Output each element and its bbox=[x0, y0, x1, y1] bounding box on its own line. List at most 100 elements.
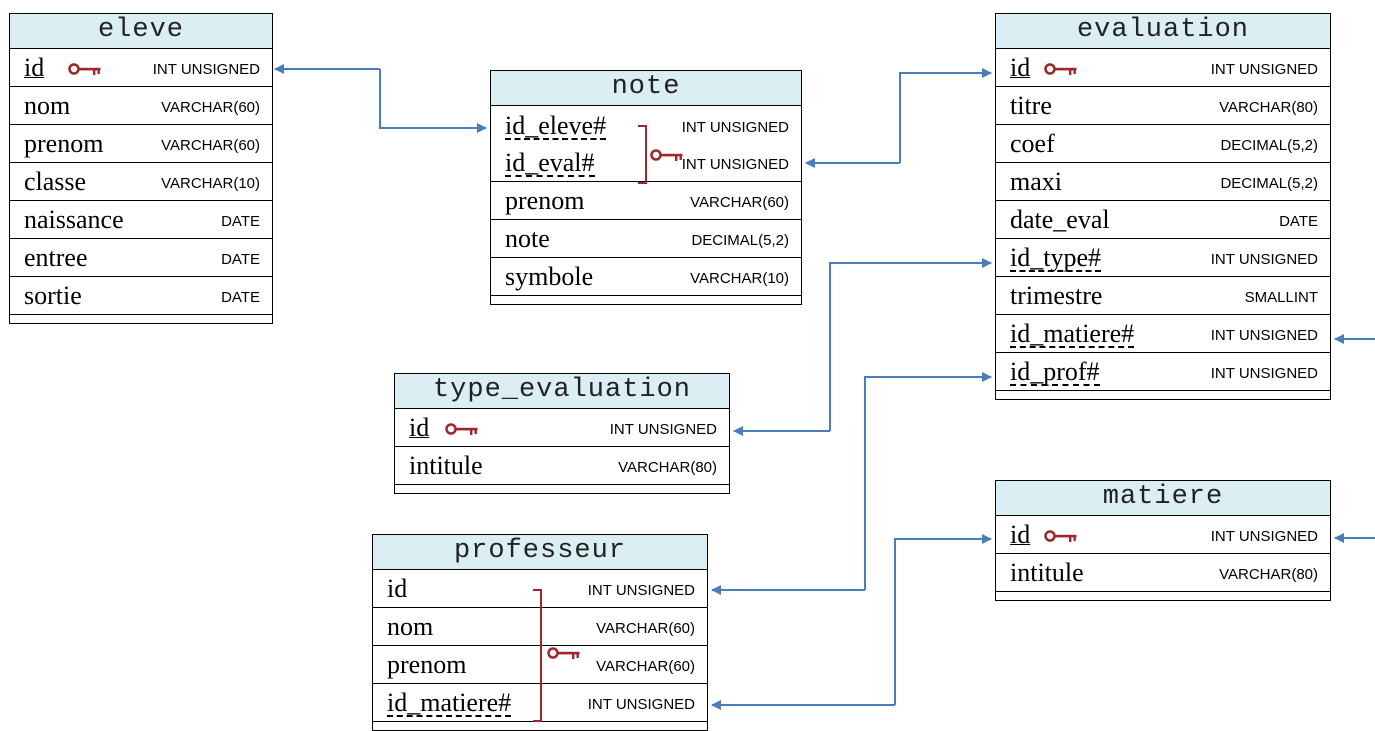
table-title: matiere bbox=[996, 481, 1330, 516]
field-row: maxi DECIMAL(5,2) bbox=[996, 163, 1330, 201]
table-title: professeur bbox=[373, 535, 707, 570]
field-type: VARCHAR(60) bbox=[596, 620, 695, 637]
field-type: INT UNSIGNED bbox=[681, 156, 789, 173]
field-row: intitule VARCHAR(80) bbox=[996, 554, 1330, 592]
field-row: prenom VARCHAR(60) bbox=[491, 182, 801, 220]
field-row: classe VARCHAR(10) bbox=[10, 163, 272, 201]
field-type: VARCHAR(80) bbox=[618, 459, 717, 476]
field-type: VARCHAR(80) bbox=[1219, 99, 1318, 116]
field-row: id INT UNSIGNED bbox=[395, 409, 729, 447]
field-row: id INT UNSIGNED bbox=[10, 49, 272, 87]
composite-key-bracket bbox=[533, 589, 581, 722]
field-row: intitule VARCHAR(80) bbox=[395, 447, 729, 485]
relation-matiere-professeur bbox=[894, 534, 992, 705]
field-type: VARCHAR(60) bbox=[690, 194, 789, 211]
field-row: trimestre SMALLINT bbox=[996, 277, 1330, 315]
field-name: prenom bbox=[505, 186, 585, 215]
field-type: DATE bbox=[221, 251, 260, 268]
field-type: INT UNSIGNED bbox=[609, 421, 717, 438]
field-row: symbole VARCHAR(10) bbox=[491, 258, 801, 296]
field-name: nom bbox=[387, 612, 434, 641]
field-type: DATE bbox=[221, 213, 260, 230]
field-type: DECIMAL(5,2) bbox=[1220, 175, 1318, 192]
field-type: INT UNSIGNED bbox=[1210, 251, 1318, 268]
field-type: INT UNSIGNED bbox=[1210, 528, 1318, 545]
field-type: VARCHAR(60) bbox=[161, 99, 260, 116]
field-name: id bbox=[24, 53, 45, 82]
field-name: intitule bbox=[1010, 558, 1084, 587]
field-type: DECIMAL(5,2) bbox=[691, 232, 789, 249]
field-name: id bbox=[1010, 520, 1031, 549]
field-row: id_prof# INT UNSIGNED bbox=[996, 353, 1330, 391]
table-title: eleve bbox=[10, 14, 272, 49]
field-name: note bbox=[505, 224, 550, 253]
field-name: titre bbox=[1010, 91, 1052, 120]
field-type: VARCHAR(60) bbox=[161, 137, 260, 154]
field-type: INT UNSIGNED bbox=[152, 61, 260, 78]
table-type-evaluation: type_evaluation id INT UNSIGNED intitule… bbox=[394, 373, 730, 494]
field-name: trimestre bbox=[1010, 281, 1103, 310]
field-name: intitule bbox=[409, 451, 483, 480]
field-name: id_matiere# bbox=[387, 688, 512, 717]
field-name: sortie bbox=[24, 281, 82, 310]
field-name: entree bbox=[24, 243, 88, 272]
field-row: prenom VARCHAR(60) bbox=[10, 125, 272, 163]
field-type: SMALLINT bbox=[1244, 289, 1318, 306]
field-type: DATE bbox=[221, 289, 260, 306]
field-type: VARCHAR(80) bbox=[1219, 566, 1318, 583]
field-row: id INT UNSIGNED bbox=[996, 516, 1330, 554]
field-name: id_prof# bbox=[1010, 357, 1100, 386]
field-row: id_eleve# INT UNSIGNED bbox=[491, 106, 801, 144]
field-name: id_eleve# bbox=[505, 111, 607, 140]
table-matiere: matiere id INT UNSIGNED intitule VARCHAR… bbox=[995, 480, 1331, 601]
field-row: coef DECIMAL(5,2) bbox=[996, 125, 1330, 163]
field-type: DATE bbox=[1279, 213, 1318, 230]
field-name: naissance bbox=[24, 205, 124, 234]
field-row: id_matiere# INT UNSIGNED bbox=[373, 684, 707, 722]
field-row: note DECIMAL(5,2) bbox=[491, 220, 801, 258]
table-eleve: eleve id INT UNSIGNED nom VARCHAR(60) pr… bbox=[9, 13, 273, 324]
field-name: id bbox=[409, 413, 430, 442]
table-title: note bbox=[491, 71, 801, 106]
field-row: id_type# INT UNSIGNED bbox=[996, 239, 1330, 277]
field-type: INT UNSIGNED bbox=[1210, 327, 1318, 344]
field-row: sortie DATE bbox=[10, 277, 272, 315]
field-row: entree DATE bbox=[10, 239, 272, 277]
table-professeur: professeur id INT UNSIGNED nom VARCHAR(6… bbox=[372, 534, 708, 731]
relation-evaluation-note bbox=[899, 68, 992, 163]
table-note: note id_eleve# INT UNSIGNED id_eval# INT… bbox=[490, 70, 802, 305]
field-type: VARCHAR(10) bbox=[161, 175, 260, 192]
field-row: date_eval DATE bbox=[996, 201, 1330, 239]
relation-evaluation-professeur bbox=[864, 372, 992, 590]
field-name: id_eval# bbox=[505, 148, 595, 177]
field-row: prenom VARCHAR(60) bbox=[373, 646, 707, 684]
table-evaluation: evaluation id INT UNSIGNED titre VARCHAR… bbox=[995, 13, 1331, 400]
field-type: DECIMAL(5,2) bbox=[1220, 137, 1318, 154]
composite-key-bracket bbox=[638, 125, 684, 184]
field-type: INT UNSIGNED bbox=[1210, 365, 1318, 382]
field-row: titre VARCHAR(80) bbox=[996, 87, 1330, 125]
field-name: date_eval bbox=[1010, 205, 1110, 234]
field-name: prenom bbox=[24, 129, 104, 158]
field-type: INT UNSIGNED bbox=[587, 582, 695, 599]
field-type: INT UNSIGNED bbox=[681, 119, 789, 136]
table-title: type_evaluation bbox=[395, 374, 729, 409]
relation-eleve-note bbox=[379, 69, 487, 133]
field-name: id_type# bbox=[1010, 243, 1101, 272]
field-type: INT UNSIGNED bbox=[1210, 61, 1318, 78]
field-row: nom VARCHAR(60) bbox=[10, 87, 272, 125]
field-name: id_matiere# bbox=[1010, 319, 1135, 348]
field-name: id bbox=[387, 574, 408, 603]
field-name: symbole bbox=[505, 262, 594, 291]
relation-evaluation-type bbox=[829, 258, 992, 431]
field-row: naissance DATE bbox=[10, 201, 272, 239]
field-name: id bbox=[1010, 53, 1031, 82]
field-type: INT UNSIGNED bbox=[587, 696, 695, 713]
field-row: id INT UNSIGNED bbox=[996, 49, 1330, 87]
field-type: VARCHAR(10) bbox=[690, 270, 789, 287]
field-name: coef bbox=[1010, 129, 1055, 158]
field-name: maxi bbox=[1010, 167, 1062, 196]
field-name: prenom bbox=[387, 650, 467, 679]
field-row: id_matiere# INT UNSIGNED bbox=[996, 315, 1330, 353]
